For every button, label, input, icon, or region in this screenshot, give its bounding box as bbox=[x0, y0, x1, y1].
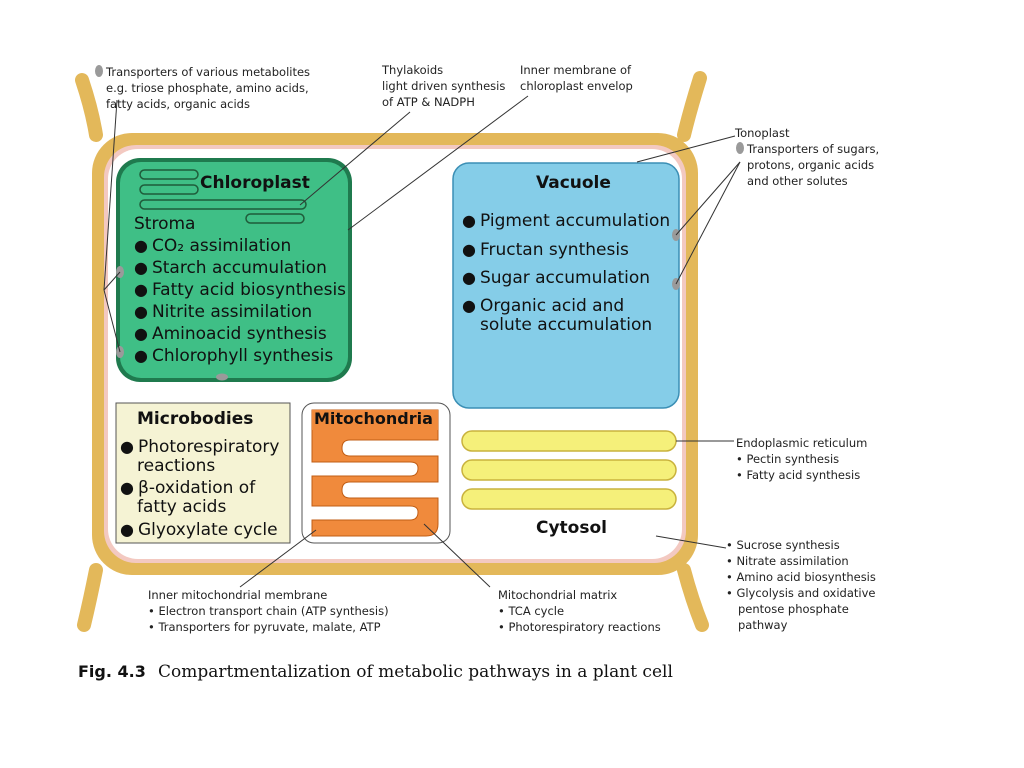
list-item: ●Nitrite assimilation bbox=[134, 302, 313, 322]
tonoplast-legend-icon bbox=[736, 142, 744, 154]
annotation-inner-mito-membrane: Inner mitochondrial membrane • Electron … bbox=[148, 588, 389, 634]
chloroplast-stroma-label: Stroma bbox=[134, 214, 196, 234]
list-item: ●β-oxidation of bbox=[120, 478, 256, 498]
leader-lines bbox=[103, 95, 741, 588]
list-item: ●Starch accumulation bbox=[134, 258, 327, 278]
list-item: ●Aminoacid synthesis bbox=[134, 324, 327, 344]
list-item-continued: fatty acids bbox=[137, 497, 227, 517]
list-item: ●Glyoxylate cycle bbox=[120, 520, 278, 540]
annotation-er: Endoplasmic reticulum • Pectin synthesis… bbox=[736, 436, 868, 482]
list-item: ●Photorespiratory bbox=[120, 437, 280, 457]
microbodies bbox=[115, 402, 291, 544]
list-item: ●Fructan synthesis bbox=[462, 240, 629, 260]
transporter-legend-icon bbox=[95, 65, 103, 77]
list-item: ●Organic acid and bbox=[462, 296, 625, 316]
list-item: ●Fatty acid biosynthesis bbox=[134, 280, 347, 300]
list-item: ●Chlorophyll synthesis bbox=[134, 346, 334, 366]
list-item-continued: solute accumulation bbox=[480, 315, 653, 335]
microbodies-title: Microbodies bbox=[137, 409, 254, 429]
list-item: ●Pigment accumulation bbox=[462, 211, 671, 231]
annotation-cytosol: • Sucrose synthesis • Nitrate assimilati… bbox=[726, 538, 876, 632]
chloroplast-transporter-3 bbox=[216, 373, 228, 381]
figure-caption: Compartmentalization of metabolic pathwa… bbox=[158, 662, 673, 682]
chloroplast bbox=[116, 158, 352, 382]
vacuole bbox=[452, 162, 680, 409]
chloroplast-title: Chloroplast bbox=[200, 173, 310, 193]
cytosol-title: Cytosol bbox=[536, 518, 607, 538]
annotation-mito-matrix: Mitochondrial matrix • TCA cycle • Photo… bbox=[498, 588, 661, 634]
list-item: ●Sugar accumulation bbox=[462, 268, 651, 288]
list-item: ●CO₂ assimilation bbox=[134, 236, 292, 256]
mitochondria bbox=[301, 402, 451, 544]
list-item-continued: reactions bbox=[137, 456, 216, 476]
vacuole-title: Vacuole bbox=[536, 173, 611, 193]
annotation-inner-membrane-chloroplast: Inner membrane of chloroplast envelop bbox=[520, 63, 633, 93]
figure-label: Fig. 4.3 bbox=[78, 662, 146, 681]
endoplasmic-reticulum bbox=[461, 430, 677, 510]
mitochondria-title: Mitochondria bbox=[314, 409, 433, 428]
annotation-transporters: Transporters of various metabolites e.g.… bbox=[106, 65, 311, 111]
annotation-thylakoids: Thylakoids light driven synthesis of ATP… bbox=[382, 63, 506, 109]
annotation-tonoplast: Tonoplast Transporters of sugars, proton… bbox=[735, 126, 880, 188]
